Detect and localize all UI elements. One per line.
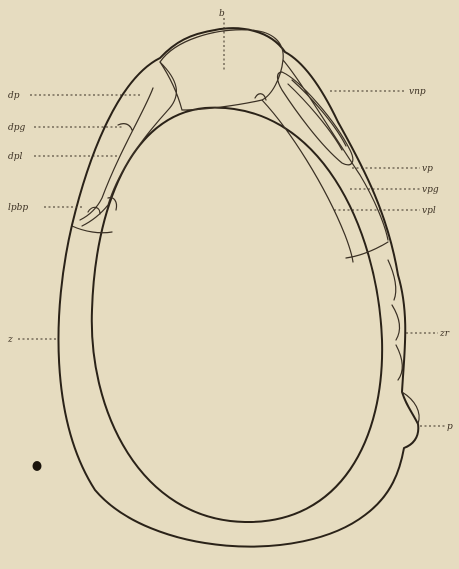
label-vpg: vpg — [422, 185, 439, 195]
label-dpl: dpl — [8, 152, 23, 162]
label-p: p — [447, 422, 453, 432]
label-z: z — [7, 335, 13, 345]
ink-spot — [33, 461, 42, 471]
label-vpl: vpl — [422, 206, 436, 216]
label-vp: vp — [422, 164, 433, 174]
label-dp: dp — [8, 91, 20, 101]
label-lpbp: lpbp — [8, 203, 28, 213]
label-b: b — [219, 9, 225, 19]
label-vnp: vnp — [409, 87, 426, 97]
label-zr: zr — [439, 329, 450, 339]
label-dpg: dpg — [8, 123, 26, 133]
